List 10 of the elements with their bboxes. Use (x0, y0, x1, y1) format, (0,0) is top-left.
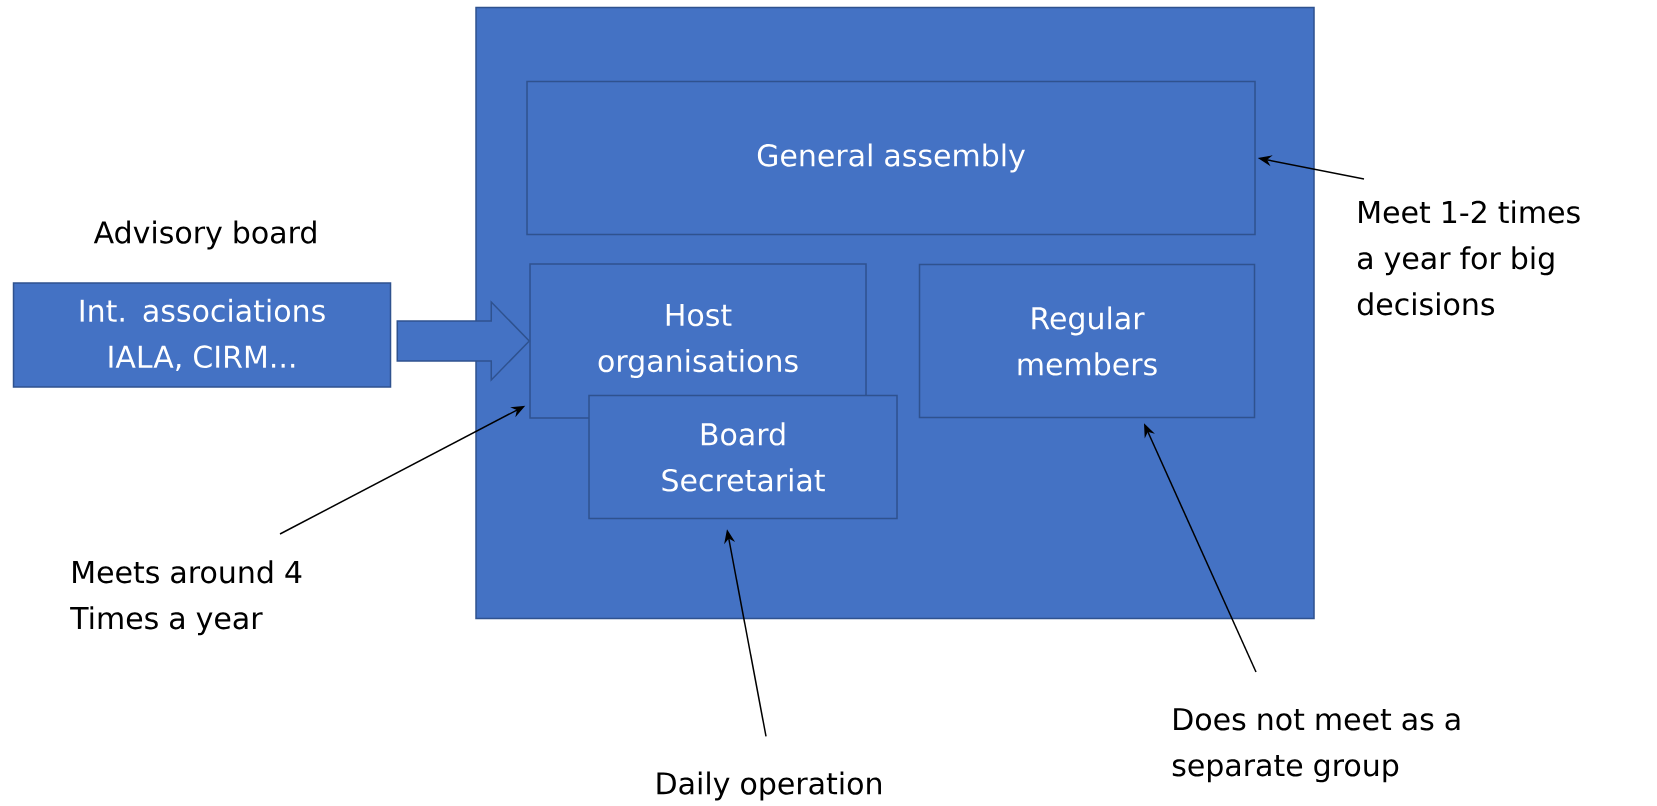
box-heading: Advisory board (93, 220, 316, 250)
note-text: Does not meet as a separate group (1172, 708, 1460, 783)
process-box: Regular members (918, 263, 1256, 419)
process-box: Board Secretariat (588, 394, 898, 520)
process-box: General assembly (526, 80, 1256, 236)
block-arrow (396, 300, 531, 382)
advisory-box: Int. associations IALA, CIRM... (12, 282, 392, 388)
note-text: Meet 1-2 times a year for big decisions (1357, 200, 1580, 316)
note-text: Meets around 4 Times a year (70, 560, 302, 636)
note-text: Daily operation (657, 771, 881, 801)
